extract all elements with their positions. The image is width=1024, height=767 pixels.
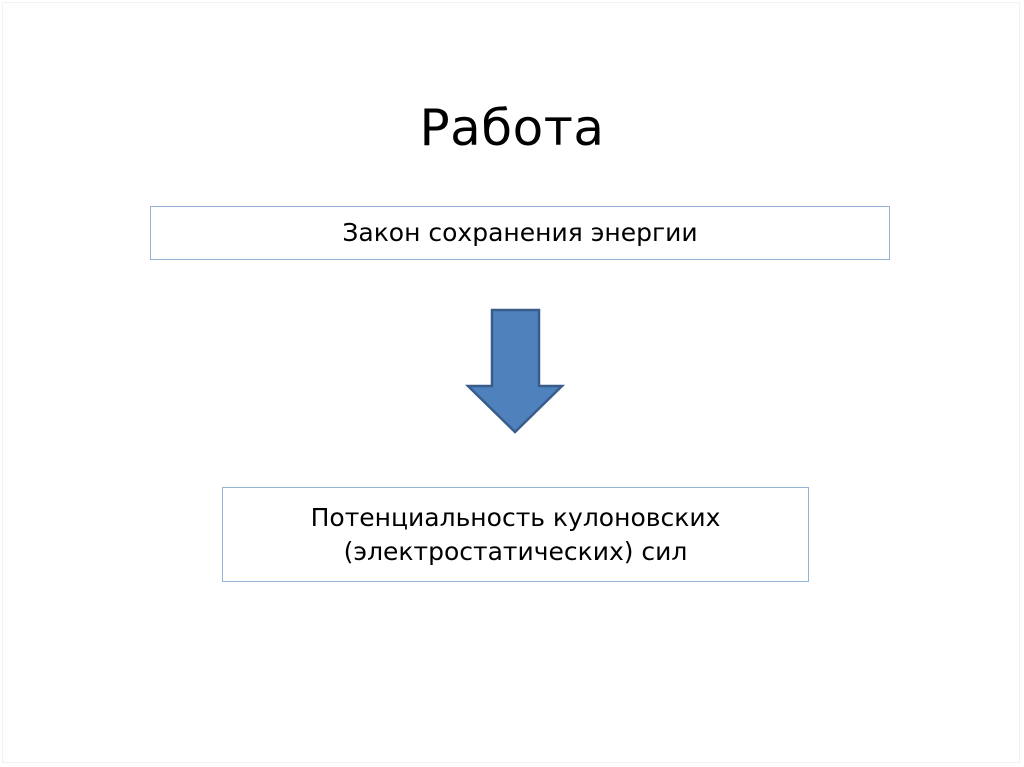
coulomb-forces-potentiality-box: Потенциальность кулоновских (электростат…	[222, 487, 809, 582]
bottom-box-line-1: Потенциальность кулоновских	[310, 502, 721, 532]
slide-title: Работа	[419, 98, 605, 157]
down-arrow-icon	[464, 308, 566, 434]
bottom-box-line-2: (электростатических) сил	[343, 536, 688, 566]
top-box-text: Закон сохранения энергии	[342, 218, 698, 247]
law-of-energy-conservation-box: Закон сохранения энергии	[150, 206, 890, 260]
